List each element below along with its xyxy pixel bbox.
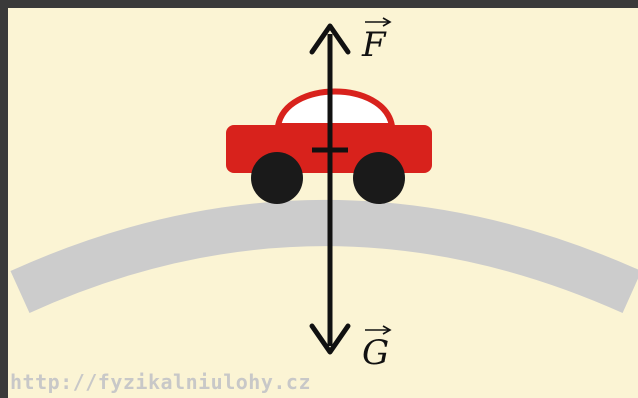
force-f-text: F [362,25,386,65]
vector-arrow-icon [365,325,392,335]
force-f-arrowhead [309,23,351,55]
force-f-label: F [362,17,392,65]
car-roof [274,88,396,129]
force-g-label: G [362,325,392,373]
curved-road [10,200,638,313]
diagram-canvas: F G http://fyzikalniulohy.cz [8,8,638,398]
diagram-svg [10,23,638,355]
car-wheel-rear [251,152,303,204]
force-g-text: G [362,333,390,373]
car [226,88,432,204]
force-g-arrowhead [309,323,351,355]
vector-arrow-icon [365,17,392,27]
car-wheel-front [353,152,405,204]
watermark-text: http://fyzikalniulohy.cz [10,370,311,394]
